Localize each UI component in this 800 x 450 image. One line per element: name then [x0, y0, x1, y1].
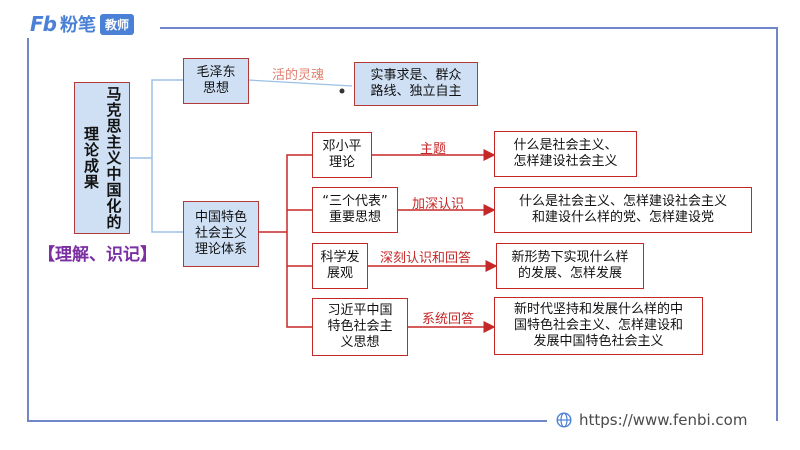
connector-dot	[339, 88, 345, 94]
branch-three-represents-box: “三个代表” 重要思想	[312, 187, 398, 233]
root-box: 马克思主义中国化的理论成果	[74, 82, 130, 234]
connector-branch-spine	[286, 154, 312, 328]
branch-three-represents-target: 什么是社会主义、怎样建设社会主义 和建设什么样的党、怎样建设党	[494, 187, 752, 233]
frame-left-line	[27, 38, 29, 422]
logo-brand-name: 粉笔	[59, 15, 96, 36]
connector-root-socialism	[151, 158, 183, 233]
frame-top-line	[160, 27, 777, 29]
footer-url[interactable]: https://www.fenbi.com	[556, 408, 747, 432]
branch-xi-label: 系统回答	[422, 312, 475, 327]
mao-box: 毛泽东 思想	[183, 58, 249, 104]
mao-link-label: 活的灵魂	[272, 68, 325, 83]
branch-deng-label: 主题	[420, 142, 447, 157]
socialism-box: 中国特色 社会主义 理论体系	[183, 201, 259, 267]
branch-deng-box: 邓小平 理论	[312, 132, 372, 178]
branch-scientific-label: 深刻认识和回答	[380, 251, 472, 266]
branch-xi-target: 新时代坚持和发展什么样的中 国特色社会主义、怎样建设和 发展中国特色社会主义	[494, 297, 703, 355]
branch-deng-target: 什么是社会主义、 怎样建设社会主义	[494, 131, 637, 177]
frame-bottom-line	[27, 420, 547, 422]
logo-teacher-badge: 教师	[99, 13, 134, 35]
branch-three-represents-label: 加深认识	[412, 197, 465, 212]
branch-scientific-target: 新形势下实现什么样 的发展、怎样发展	[496, 243, 644, 289]
footer-url-text: https://www.fenbi.com	[579, 411, 748, 429]
branch-scientific-box: 科学发 展观	[312, 243, 368, 289]
mao-target-box: 实事求是、群众 路线、独立自主	[354, 62, 478, 106]
root-title: 马克思主义中国化的理论成果	[82, 86, 123, 230]
fenbi-logo: Fb 粉笔 教师	[30, 11, 134, 37]
logo-fb-mark: Fb	[30, 12, 57, 36]
connector-root-mao	[130, 79, 183, 159]
study-note: 【理解、识记】	[38, 245, 157, 265]
frame-right-line	[776, 27, 778, 421]
connector-mao-target	[247, 79, 353, 87]
branch-xi-box: 习近平中国 特色社会主 义思想	[312, 298, 408, 356]
globe-icon	[556, 412, 572, 428]
